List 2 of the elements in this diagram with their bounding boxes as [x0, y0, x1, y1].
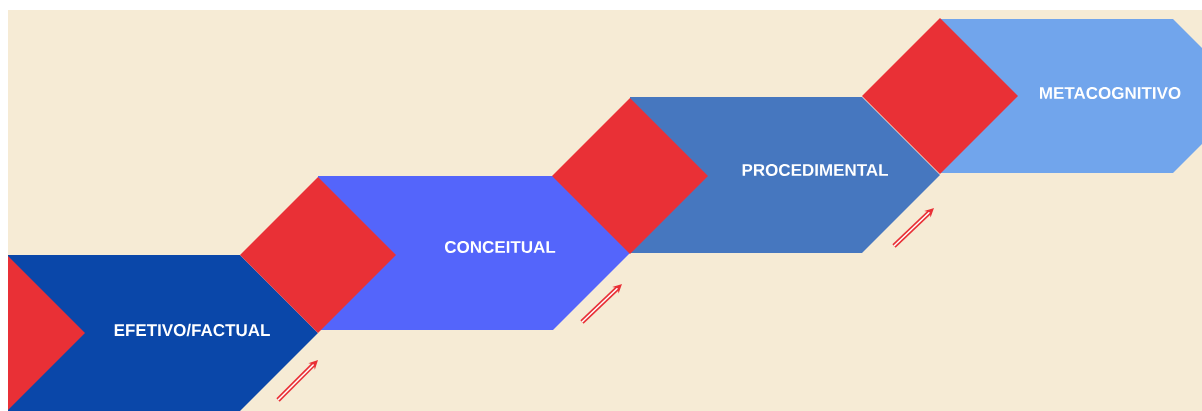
- triangle: [8, 256, 85, 410]
- band: EFETIVO/FACTUAL: [8, 255, 318, 411]
